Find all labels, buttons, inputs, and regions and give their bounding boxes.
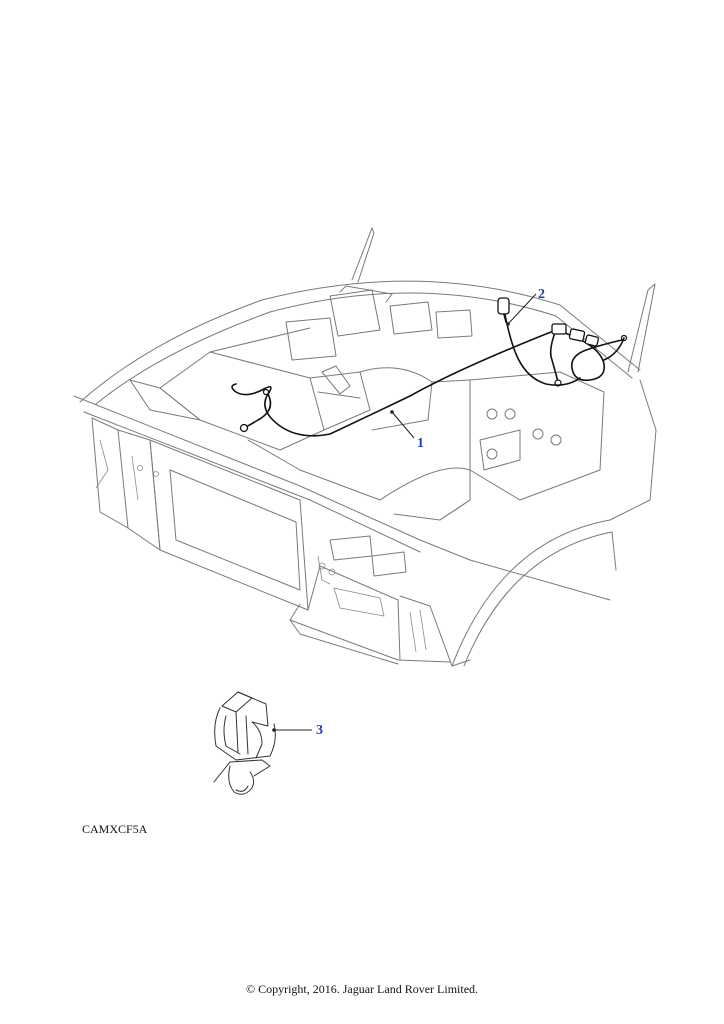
callout-2[interactable]: 2 [538,287,545,302]
vehicle-body-outline [73,227,657,667]
callout-3[interactable]: 3 [316,723,323,738]
harness-clip[interactable] [213,691,276,795]
sensor-lead[interactable] [497,297,581,386]
callout-leaders [272,293,537,732]
copyright-notice: © Copyright, 2016. Jaguar Land Rover Lim… [245,982,479,996]
callout-labels: 1 2 3 [316,287,545,738]
callout-1[interactable]: 1 [417,436,424,451]
figure-code: CAMXCF5A [82,822,148,836]
